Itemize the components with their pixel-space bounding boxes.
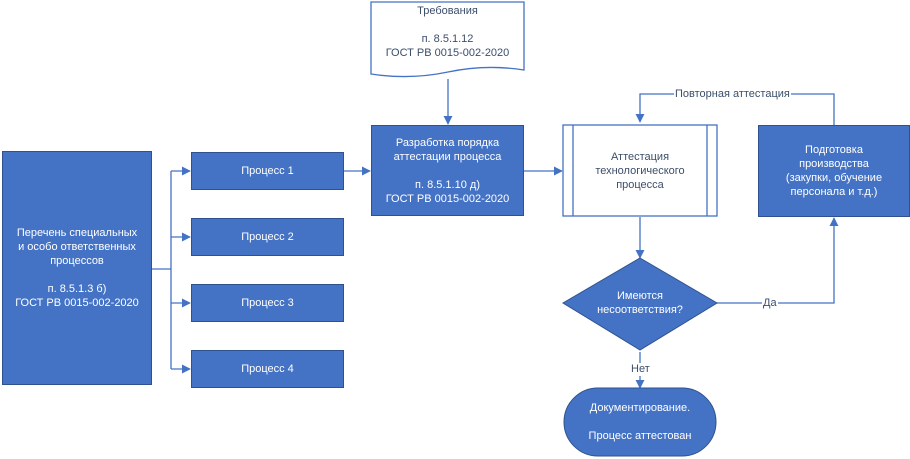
process-list-line-5: п. 8.5.1.3 б) <box>47 283 107 295</box>
process-2-box: Процесс 2 <box>191 218 344 256</box>
process-list-line-3: процессов <box>50 255 104 267</box>
edge-label-no: Нет <box>630 363 651 376</box>
attestation-line-2: технологического <box>595 164 685 177</box>
process-list-line-6: ГОСТ РВ 0015-002-2020 <box>15 297 139 309</box>
procedure-development-box: Разработка порядка аттестации процесса п… <box>371 125 524 216</box>
preparation-line-1: Подготовка <box>805 144 863 156</box>
decision-line-1: Имеются <box>617 290 663 302</box>
attestation-box: Аттестация технологического процесса <box>574 126 706 215</box>
preparation-line-3: (закупки, обучение <box>785 172 883 184</box>
procedure-clause: п. 8.5.1.10 д) <box>415 178 480 191</box>
attestation-subprocess-shape <box>562 124 718 217</box>
process-list-box: Перечень специальных и особо ответственн… <box>2 151 152 385</box>
process-1-box: Процесс 1 <box>191 152 344 190</box>
requirements-box: Требования п. 8.5.1.12 ГОСТ РВ 0015-002-… <box>371 4 524 68</box>
requirements-title: Требования <box>417 5 478 17</box>
procedure-standard: ГОСТ РВ 0015-002-2020 <box>385 192 510 205</box>
documentation-line-1: Документирование. <box>589 402 691 414</box>
process-1-label: Процесс 1 <box>241 165 294 177</box>
requirements-clause: п. 8.5.1.12 <box>421 33 474 45</box>
edge-label-yes: Да <box>762 297 778 310</box>
requirements-document-shape <box>370 1 525 78</box>
process-4-box: Процесс 4 <box>191 350 344 388</box>
preparation-line-2: производства <box>799 158 869 170</box>
process-2-label: Процесс 2 <box>241 231 294 243</box>
process-3-box: Процесс 3 <box>191 284 344 322</box>
preparation-box: Подготовка производства (закупки, обучен… <box>758 125 910 217</box>
requirements-standard: ГОСТ РВ 0015-002-2020 <box>385 47 510 59</box>
process-4-label: Процесс 4 <box>241 363 294 375</box>
preparation-line-4: персонала и т.д.) <box>790 186 878 198</box>
edge-label-repeat: Повторная аттестация <box>674 88 791 101</box>
procedure-line-1: Разработка порядка <box>395 136 500 149</box>
documentation-terminator-shape <box>563 387 717 457</box>
documentation-label: Документирование. Процесс аттестован <box>564 388 716 456</box>
decision-label: Имеются несоответствия? <box>580 285 700 321</box>
decision-diamond-shape <box>562 257 718 351</box>
process-list-line-2: и особо ответственных <box>18 241 136 253</box>
attestation-line-3: процесса <box>616 178 664 191</box>
decision-line-2: несоответствия? <box>597 304 683 316</box>
arrow-decision-to-preparation <box>716 217 839 304</box>
process-list-line-1: Перечень специальных <box>16 227 138 239</box>
documentation-line-3: Процесс аттестован <box>588 430 692 442</box>
process-3-label: Процесс 3 <box>241 297 294 309</box>
procedure-line-2: аттестации процесса <box>393 150 502 163</box>
attestation-line-1: Аттестация <box>610 150 670 163</box>
